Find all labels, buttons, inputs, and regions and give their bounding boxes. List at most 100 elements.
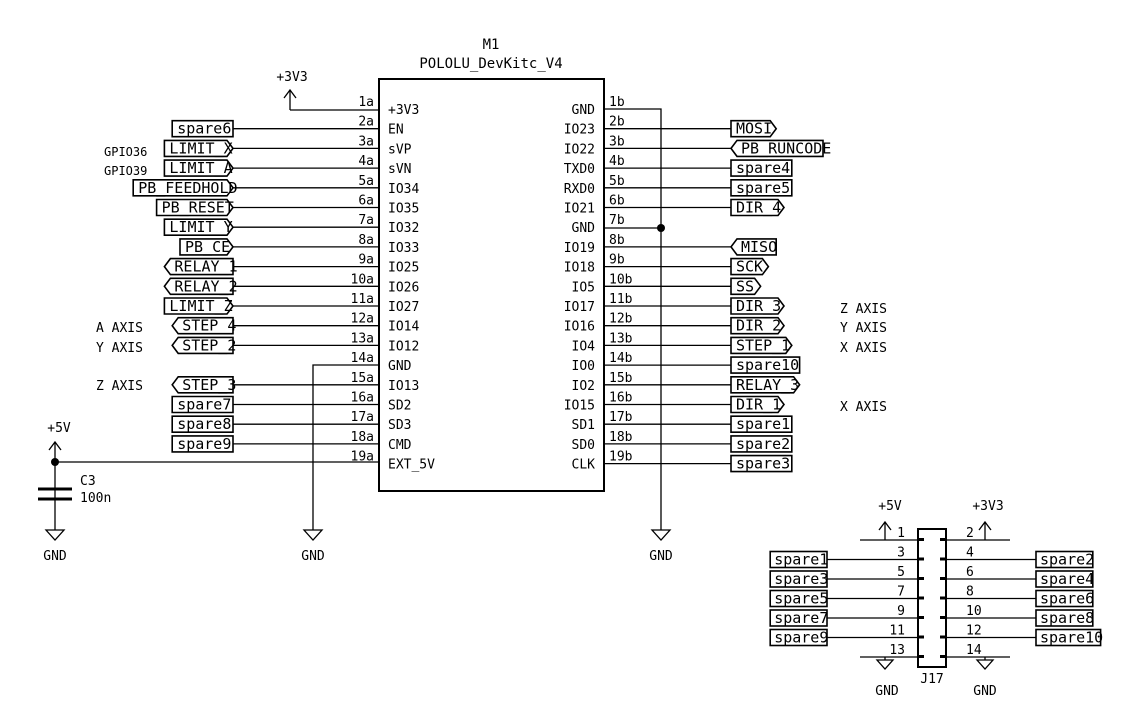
pin-number-left: 7a	[358, 213, 374, 228]
j17-pin-mark-right	[940, 596, 946, 600]
pin-name-right: IO0	[572, 359, 595, 374]
j17-pin-right: 4	[966, 546, 974, 561]
net-label-right-shape	[730, 336, 793, 355]
net-label-left-shape	[171, 316, 234, 335]
pin-number-right: 9b	[609, 253, 625, 268]
pin-name-right: IO22	[564, 142, 595, 157]
j17-pin-mark-left	[918, 577, 924, 580]
net-label-left-shape	[163, 218, 234, 236]
net-label-left-text: spare9	[177, 435, 231, 453]
pin-number-right: 8b	[609, 233, 625, 248]
pin-name-right: SD1	[572, 418, 595, 433]
net-label-right-shape	[730, 238, 778, 256]
power-3v3-label: +3V3	[276, 70, 307, 85]
net-label-left-text: spare7	[177, 396, 231, 414]
net-label-left-text: STEP_3	[182, 376, 236, 394]
net-label-right-shape	[730, 179, 793, 197]
j17-ref: J17	[920, 672, 943, 687]
j17-pin-mark-left	[918, 616, 924, 619]
pin-name-left: IO33	[388, 241, 419, 256]
net-label-right-text: PB_RUNCODE	[741, 139, 831, 157]
pin-name-left: IO27	[388, 300, 419, 315]
net-label-left-text: PB_RESET	[162, 199, 234, 217]
net-label-left-shape	[163, 257, 234, 276]
pin-name-right: RXD0	[564, 182, 595, 197]
net-label-right-text: RELAY_3	[736, 376, 799, 394]
pin-name-right: IO18	[564, 261, 595, 276]
net-label-right-text: MOSI	[736, 120, 772, 138]
j17-pin-left: 1	[897, 526, 905, 541]
pin-number-right: 5b	[609, 174, 625, 189]
annot-y-axis-left: Y AXIS	[96, 341, 143, 356]
j17-label-left-text: spare3	[774, 570, 828, 588]
pin-number-left: 13a	[351, 331, 374, 346]
pin-name-right: IO19	[564, 241, 595, 256]
net-label-left-shape	[171, 395, 234, 414]
net-label-right-text: DIR_3	[736, 297, 781, 315]
pin-name-right: IO2	[572, 379, 595, 394]
pin-number-left: 17a	[351, 410, 374, 425]
pin-number-left: 10a	[351, 272, 374, 287]
pin-name-left: EN	[388, 123, 404, 138]
junction-dot-5v	[51, 458, 59, 466]
net-label-left-shape	[171, 336, 234, 355]
pin-number-left: 9a	[358, 253, 374, 268]
net-label-left-shape	[163, 277, 234, 296]
j17-label-left-text: spare7	[774, 609, 828, 627]
annot-x-axis-right-2: X AXIS	[840, 400, 887, 415]
net-label-right-text: spare4	[736, 159, 790, 177]
pin-number-right: 7b	[609, 213, 625, 228]
pin-name-right: CLK	[572, 458, 596, 473]
pin-name-right: IO23	[564, 123, 595, 138]
j17-pin-left: 9	[897, 604, 905, 619]
m1-left-pins: 1a+3V32aEN3asVP4asVN5aIO346aIO357aIO328a…	[351, 95, 436, 473]
j17-pin-left: 3	[897, 546, 905, 561]
pin-name-left: CMD	[388, 438, 412, 453]
pin-name-right: GND	[572, 221, 596, 236]
j17-pin-left: 5	[897, 565, 905, 580]
pin-number-left: 1a	[358, 95, 374, 110]
j17-pin-right: 6	[966, 565, 974, 580]
net-label-right-shape	[730, 375, 801, 394]
net-label-right-shape	[730, 395, 785, 414]
net-label-left-text: PB_FEEDHOLD	[138, 179, 237, 197]
pin-number-left: 6a	[358, 194, 374, 209]
j17-label-left-text: spare1	[774, 551, 828, 569]
j17-label-left-shape	[769, 609, 828, 627]
j17-label-right-shape	[1035, 550, 1094, 569]
net-label-right-text: SS	[736, 277, 754, 295]
net-label-left-shape	[163, 159, 234, 177]
pin-number-left: 4a	[358, 154, 374, 169]
annot-gpio39: GPIO39	[104, 164, 147, 178]
j17-pin-right: 8	[966, 585, 974, 600]
pin-name-left: IO13	[388, 379, 419, 394]
net-label-right-shape	[730, 119, 778, 138]
net-label-right-shape	[730, 316, 785, 335]
net-label-right-shape	[730, 415, 793, 434]
c3-ref: C3	[80, 474, 96, 489]
net-label-left-text: LIMIT_Z	[169, 297, 232, 315]
pin-name-left: sVN	[388, 162, 411, 177]
pin-name-right: IO5	[572, 280, 595, 295]
net-label-left-text: STEP_2	[182, 336, 236, 354]
pin-number-right: 10b	[609, 272, 633, 287]
j17-pin-mark-right	[940, 577, 946, 580]
j17-pin-mark-right	[940, 538, 946, 541]
gnd-label-right: GND	[649, 549, 673, 564]
j17-label-left-text: spare5	[774, 590, 828, 608]
pin-number-left: 5a	[358, 174, 374, 189]
net-label-right-text: DIR_2	[736, 317, 781, 335]
pin-number-right: 1b	[609, 95, 625, 110]
pin-number-right: 16b	[609, 391, 633, 406]
pin-name-right: GND	[572, 103, 596, 118]
j17-pin-right: 10	[966, 604, 982, 619]
j17-pin-mark-left	[918, 635, 924, 639]
net-label-left-shape	[155, 198, 234, 217]
j17-pin-left: 7	[897, 585, 905, 600]
pin-number-right: 11b	[609, 292, 633, 307]
pin-number-left: 14a	[351, 351, 374, 366]
pin-name-right: IO21	[564, 202, 595, 217]
j17-label-right-text: spare8	[1040, 609, 1094, 627]
pin-name-left: IO32	[388, 221, 419, 236]
net-label-right-shape	[730, 454, 793, 473]
